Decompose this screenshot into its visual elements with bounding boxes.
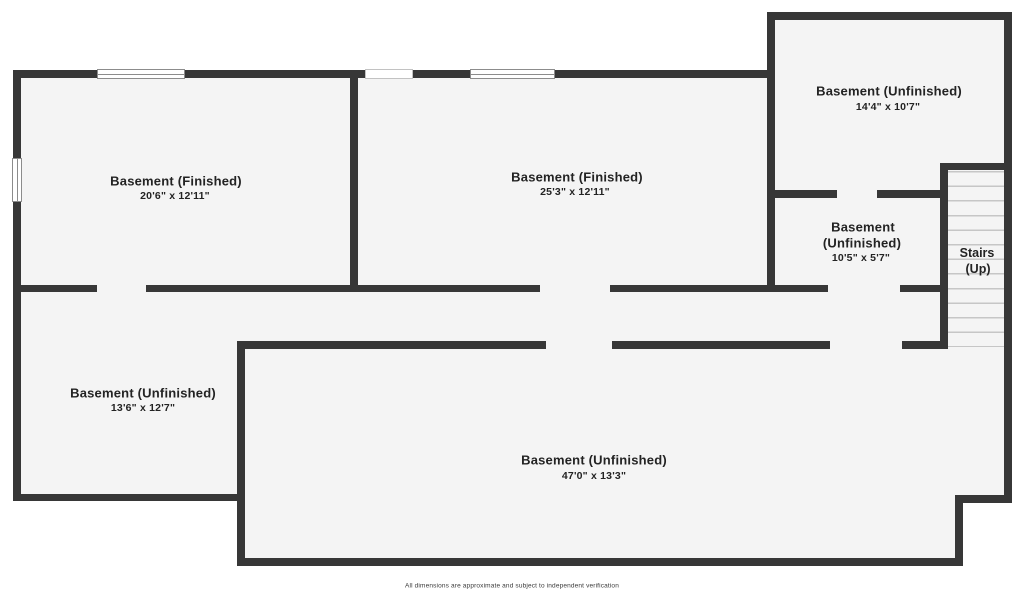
stairs-label-line1: Stairs [959,245,995,260]
wall [1004,12,1012,503]
room-dims-unfinished-topright: 14'4" x 10'7" [855,100,921,113]
room-label-finished-left: Basement (Finished) [110,173,242,189]
window-pane-line [98,73,184,75]
wall [350,78,358,292]
wall [955,495,963,566]
room-dims-unfinished-small: 10'5" x 5'7" [831,251,891,264]
room-label-finished-mid: Basement (Finished) [511,169,643,185]
stairs-treads [948,171,1004,347]
wall [237,558,963,566]
wall [940,163,1012,170]
wall [900,285,942,292]
wall [13,494,245,501]
wall [237,341,245,566]
room-dims-unfinished-bottomleft: 13'6" x 12'7" [110,401,176,414]
wall [955,495,1012,503]
wall [767,12,1012,20]
wall [767,190,837,198]
wall [877,190,948,198]
disclaimer-text: All dimensions are approximate and subje… [405,582,619,590]
room-label-unfinished-topright: Basement (Unfinished) [816,83,962,99]
wall [237,341,546,349]
wall [413,70,470,78]
room-dims-unfinished-main: 47'0" x 13'3" [561,469,627,482]
room-label-unfinished-main: Basement (Unfinished) [521,452,667,468]
room-label-unfinished-small-line2: (Unfinished) [822,235,902,251]
wall [610,285,828,292]
window-icon [470,69,555,79]
floor-area-main-basement [237,341,963,566]
wall [555,70,767,78]
window-icon [97,69,185,79]
room-dims-finished-left: 20'6" x 12'11" [140,189,210,202]
stairs-label-line2: (Up) [965,261,991,276]
wall [612,341,830,349]
wall [940,163,948,349]
window-pane-line [471,73,554,75]
wall [902,341,948,349]
window-icon [12,158,22,202]
wall [13,70,97,78]
wall [185,70,365,78]
wall [13,285,97,292]
wall [767,20,775,292]
window-icon [365,69,413,79]
room-label-unfinished-small-line1: Basement [831,219,895,235]
window-pane-line [16,159,18,201]
room-dims-finished-mid: 25'3" x 12'11" [540,185,610,198]
room-label-unfinished-bottomleft: Basement (Unfinished) [70,385,216,401]
wall [146,285,540,292]
